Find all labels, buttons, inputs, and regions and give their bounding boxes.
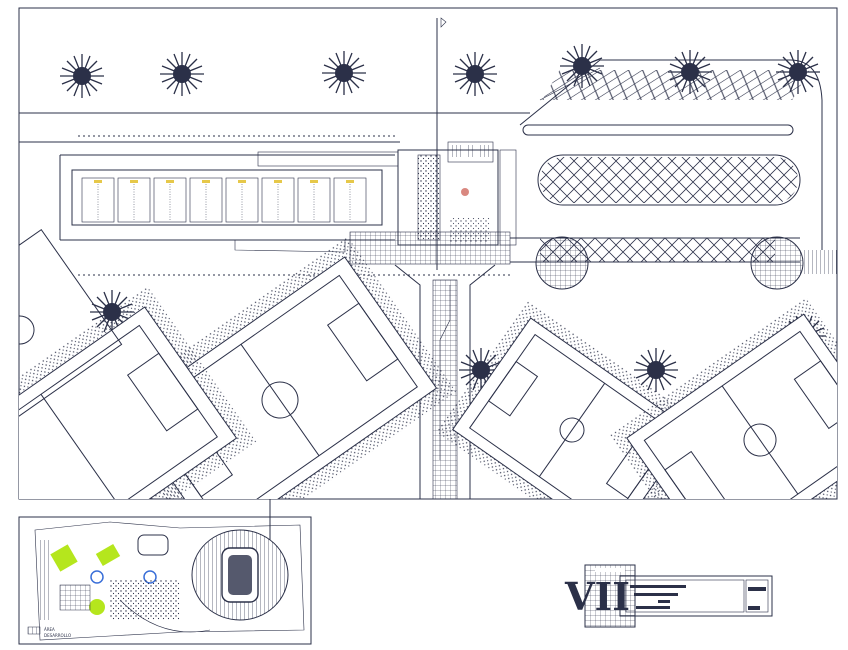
- soccer-field-right-2: [610, 297, 837, 499]
- title-block: VII: [564, 564, 773, 628]
- top-road: [19, 112, 530, 143]
- parking-lot: [510, 59, 837, 290]
- key-map-legend-line1: ÁREA: [44, 627, 55, 632]
- soccer-field-corner: [19, 228, 123, 432]
- service-building: [397, 141, 517, 246]
- sheet-number: VII: [564, 574, 630, 619]
- key-map-legend-line2: DESARROLLO: [44, 633, 71, 638]
- dormitory-building: [59, 135, 511, 276]
- key-map-inset: ÁREA DESARROLLO: [18, 516, 312, 645]
- soccer-field-far-left: [19, 286, 258, 499]
